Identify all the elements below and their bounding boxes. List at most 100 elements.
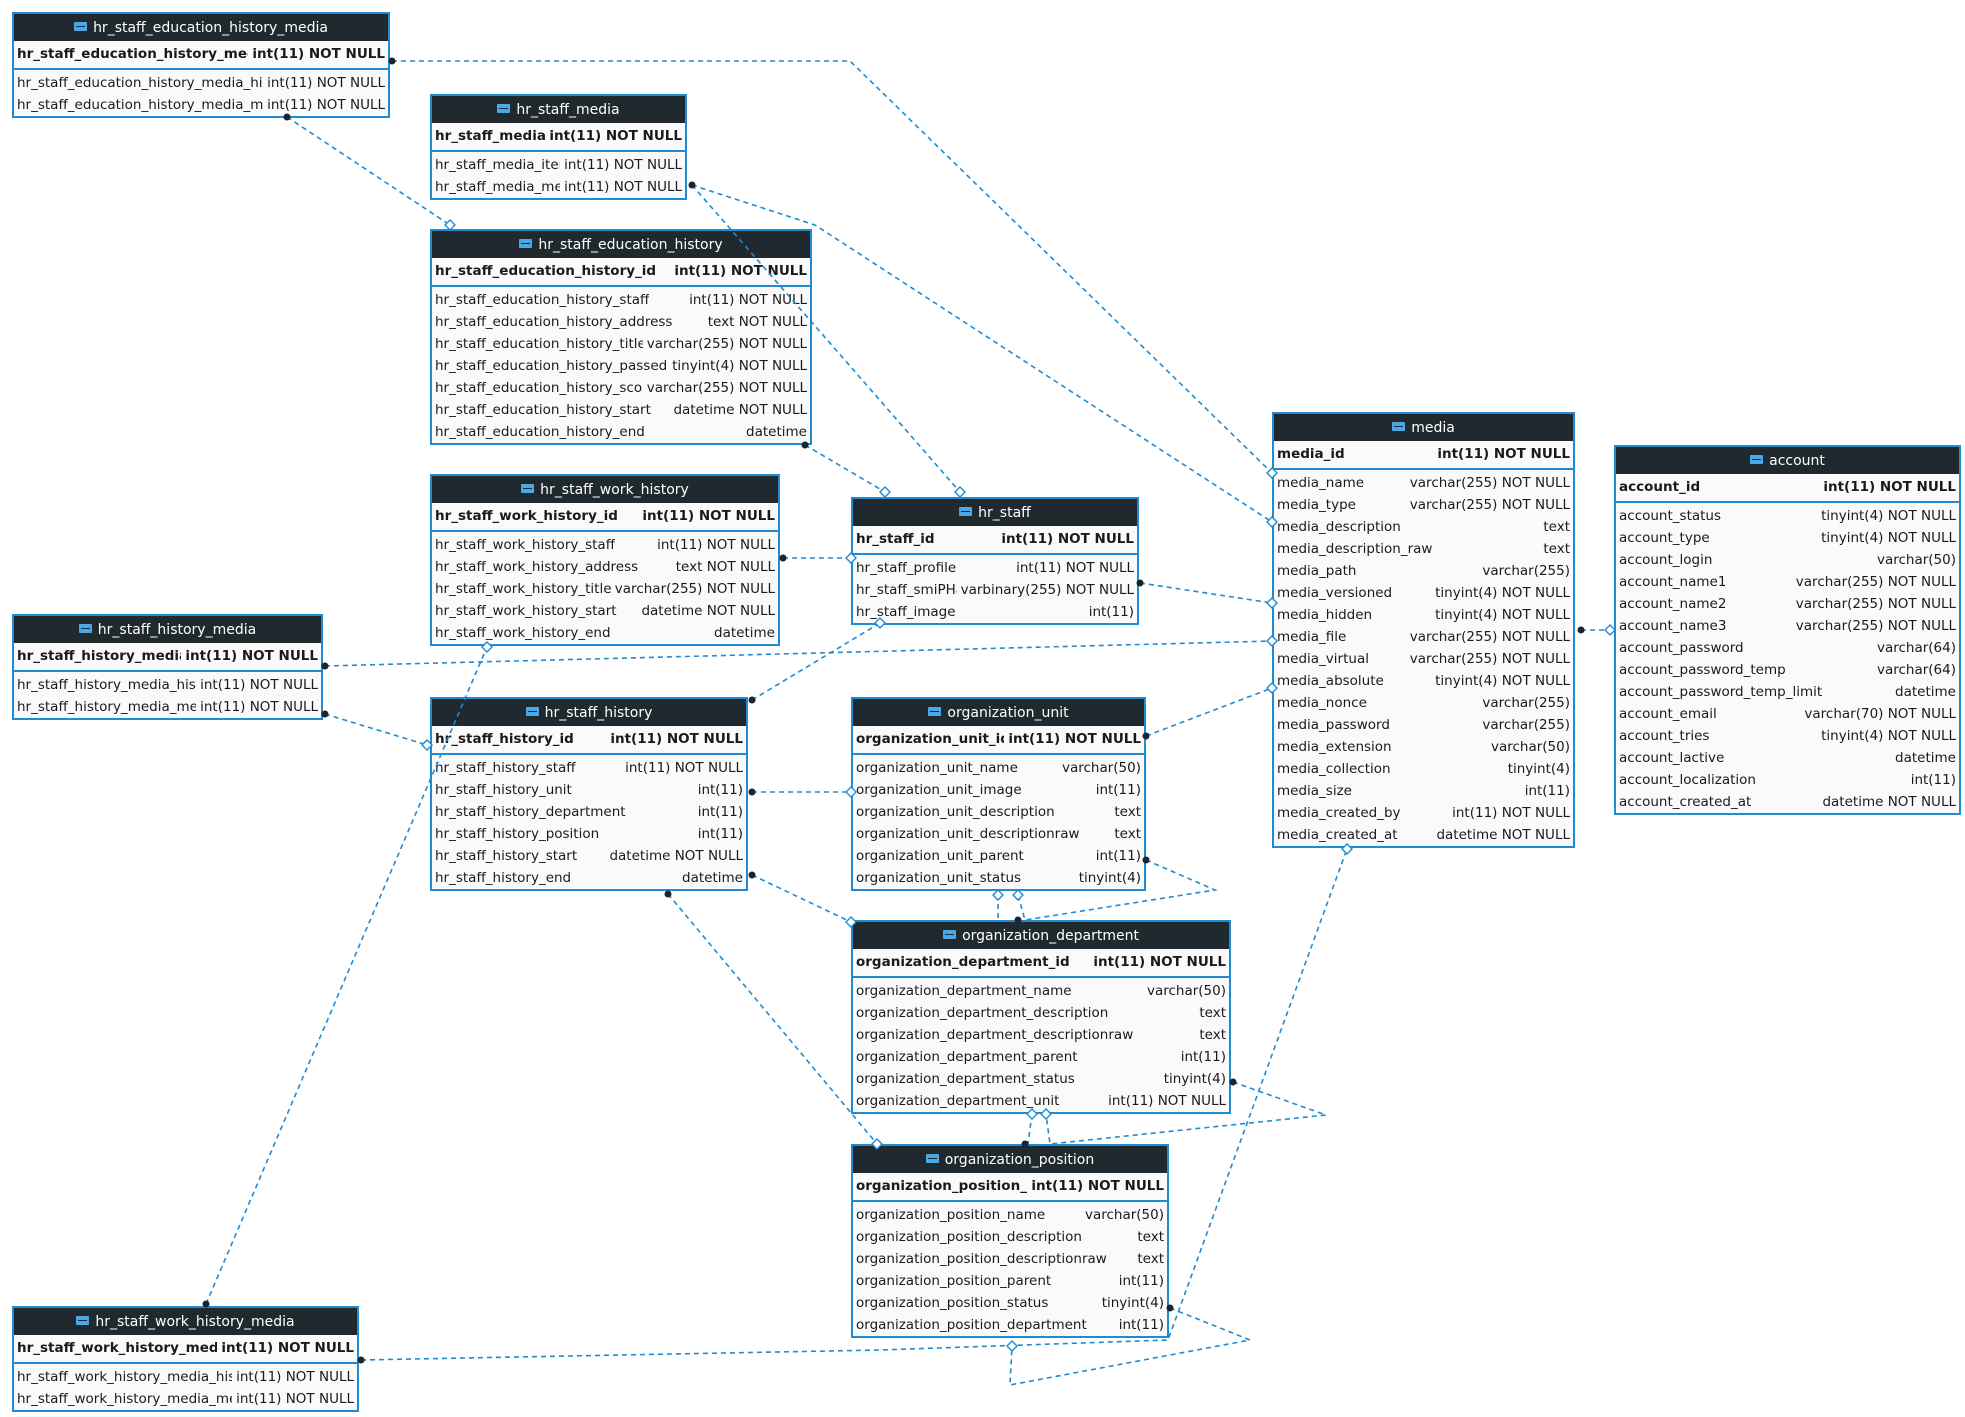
column-name: media_created_by — [1277, 805, 1401, 821]
relationship-line — [751, 874, 852, 923]
table-header[interactable]: media — [1274, 414, 1573, 441]
column-name: media_password — [1277, 717, 1390, 733]
column-name: hr_staff_history_staff — [435, 760, 576, 776]
column-type: int(11) NOT NULL — [625, 760, 743, 776]
column-name: organization_department_descriptionraw — [856, 1027, 1134, 1043]
table-header[interactable]: hr_staff_work_history_media — [14, 1308, 357, 1335]
table-organization-position[interactable]: organization_position organization_positi… — [851, 1144, 1169, 1338]
column-type: int(11) NOT NULL — [200, 677, 318, 693]
table-hr-staff-work-history[interactable]: hr_staff_work_history hr_staff_work_histo… — [430, 474, 780, 646]
fk-target-diamond — [992, 889, 1004, 901]
fk-target-diamond — [1006, 1340, 1018, 1352]
table-header[interactable]: hr_staff_media — [432, 96, 685, 123]
column-type: text — [1114, 826, 1141, 842]
column-name: media_collection — [1277, 761, 1391, 777]
table-header[interactable]: account — [1616, 447, 1959, 474]
table-hr-staff-education-history-media[interactable]: hr_staff_education_history_media hr_staff… — [12, 12, 390, 118]
table-header[interactable]: organization_department — [853, 922, 1229, 949]
table-header[interactable]: hr_staff_education_history_media — [14, 14, 388, 41]
column-type: datetime NOT NULL — [673, 402, 807, 418]
column-name: hr_staff_education_history_end — [435, 424, 645, 440]
fk-source-dot — [748, 788, 756, 796]
table-header[interactable]: hr_staff_education_history — [432, 231, 810, 258]
table-hr-staff-work-history-media[interactable]: hr_staff_work_history_media hr_staff_work… — [12, 1306, 359, 1412]
column-name: hr_staff_education_history_media_id — [17, 46, 248, 62]
column-type: datetime NOT NULL — [1436, 827, 1570, 843]
column-name: hr_staff_history_media_media — [17, 699, 196, 715]
column-name: organization_unit_descriptionraw — [856, 826, 1080, 842]
table-header[interactable]: hr_staff_work_history — [432, 476, 778, 503]
column-type: text — [1199, 1005, 1226, 1021]
table-header[interactable]: hr_staff — [853, 499, 1137, 526]
column-type: tinyint(4) — [1507, 761, 1570, 777]
column-name: account_status — [1619, 508, 1722, 524]
column-type: varchar(255) — [1482, 695, 1570, 711]
column-name: account_email — [1619, 706, 1717, 722]
column-type: int(11) — [1118, 1273, 1164, 1289]
column-type: int(11) — [1524, 783, 1570, 799]
fk-source-dot — [748, 696, 756, 704]
column-type: int(11) NOT NULL — [236, 1369, 354, 1385]
column-type: int(11) NOT NULL — [1016, 560, 1134, 576]
table-title: hr_staff_work_history_media — [95, 1313, 295, 1330]
column-type: varchar(64) — [1876, 662, 1956, 678]
column-type: int(11) — [697, 782, 743, 798]
table-icon — [521, 484, 535, 493]
column-type: int(11) NOT NULL — [674, 263, 807, 279]
table-header[interactable]: organization_unit — [853, 699, 1144, 726]
column-type: varchar(255) — [1482, 563, 1570, 579]
column-name: organization_position_department — [856, 1317, 1087, 1333]
table-title: hr_staff_work_history — [540, 481, 689, 498]
column-type: int(11) NOT NULL — [1001, 531, 1134, 547]
table-header[interactable]: organization_position — [853, 1146, 1167, 1173]
column-type: tinyint(4) NOT NULL — [672, 358, 807, 374]
table-header[interactable]: hr_staff_history — [432, 699, 746, 726]
table-header[interactable]: hr_staff_history_media — [14, 616, 321, 643]
column-name: hr_staff_history_end — [435, 870, 572, 886]
column-type: varchar(255) NOT NULL — [614, 581, 775, 597]
column-name: hr_staff_media_id — [435, 128, 546, 144]
column-name: hr_staff_history_start — [435, 848, 578, 864]
table-title: organization_unit — [947, 704, 1069, 721]
relationship-line — [667, 893, 878, 1145]
column-name: hr_staff_work_history_media_id — [17, 1340, 217, 1356]
column-type: int(11) NOT NULL — [1108, 1093, 1226, 1109]
